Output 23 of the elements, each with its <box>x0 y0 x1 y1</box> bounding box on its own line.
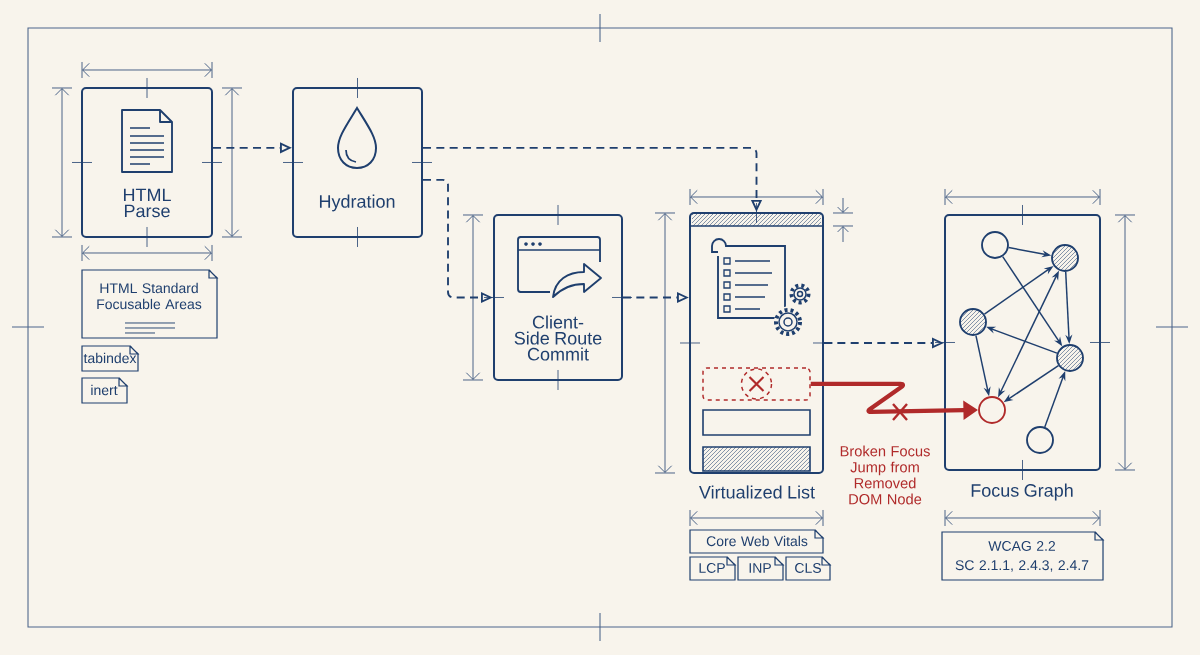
edge-label: Broken Focus Jump from Removed DOM Node <box>833 444 937 506</box>
tag-card: tabindex <box>81 344 140 372</box>
node-label: Focus Graph <box>971 483 1073 501</box>
tag-card: CLS <box>785 555 832 581</box>
note-card: Core Web Vitals <box>689 528 825 554</box>
note-card: HTML Standard Focusable Areas <box>81 268 219 339</box>
process-box: HTML Parse <box>71 77 223 248</box>
tag-card: inert <box>81 376 129 404</box>
list-row <box>702 409 811 436</box>
tag-card: INP <box>737 555 785 581</box>
graph-node <box>1026 426 1054 454</box>
process-box: Hydration <box>282 77 433 248</box>
graph-node <box>1051 244 1079 272</box>
tag-card: LCP <box>689 555 737 581</box>
list-panel: Virtualized List <box>689 225 824 499</box>
removed-row <box>702 367 811 401</box>
graph-node <box>978 396 1006 424</box>
graph-node <box>959 308 987 336</box>
graph-node <box>981 231 1009 259</box>
graph-panel: Focus Graph <box>934 204 1111 501</box>
note-card: WCAG 2.2 SC 2.1.1, 2.4.3, 2.4.7 <box>941 530 1105 581</box>
list-row <box>702 446 811 472</box>
graph-node <box>1056 344 1084 372</box>
